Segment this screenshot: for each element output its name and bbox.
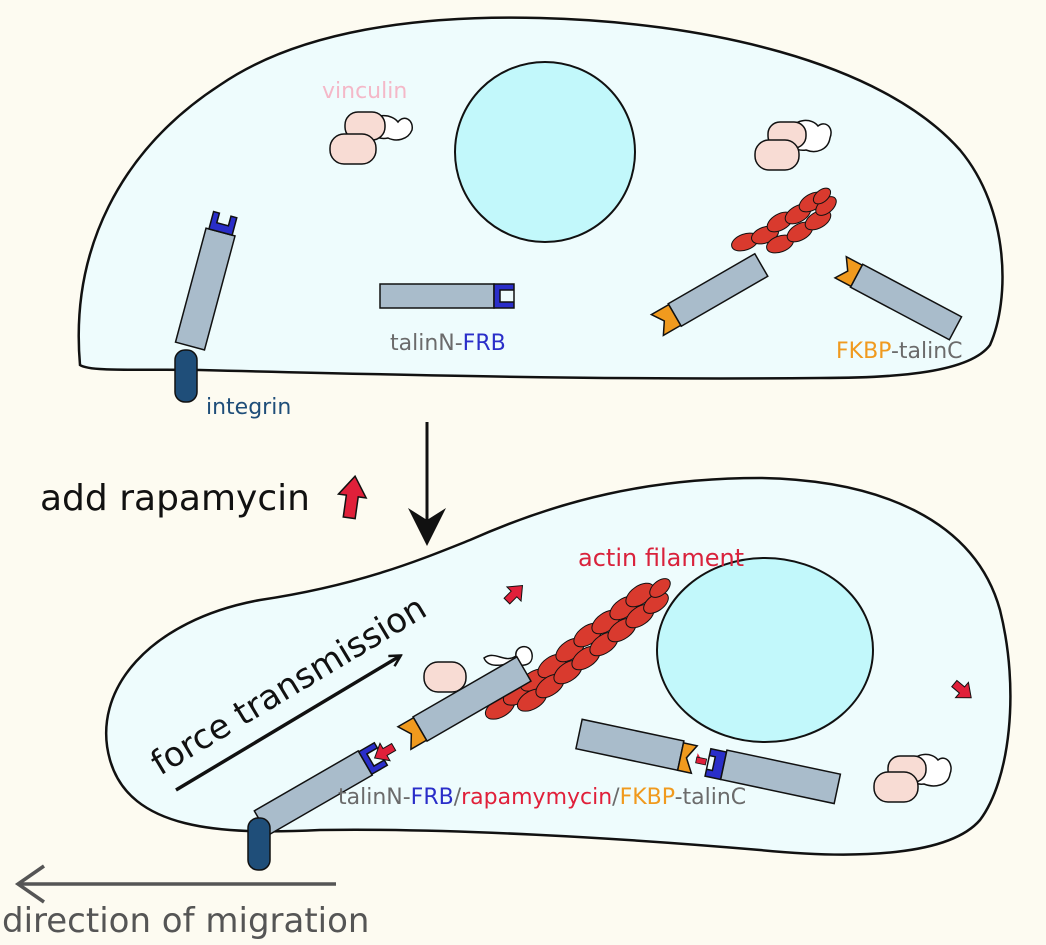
complex-rapamycin-text: rapamymycin xyxy=(461,785,612,810)
talinN-text: talinN- xyxy=(390,331,463,356)
actin-filament-label: actin filament xyxy=(578,544,744,572)
complex-label: talinN-FRB/rapamymycin/FKBP-talinC xyxy=(338,785,746,810)
complex-talinC-text: -talinC xyxy=(675,785,747,810)
FRB-text: FRB xyxy=(463,331,506,356)
complex-FKBP-text: FKBP xyxy=(620,785,675,810)
transition-arrow xyxy=(408,422,446,546)
top-cell: vinculin talinN-FRB FKBP-talinC integrin xyxy=(77,16,1004,420)
bottom-nucleus xyxy=(656,557,874,743)
vinculin-top-right xyxy=(754,119,832,171)
talinN-FRB-anchored xyxy=(174,210,238,351)
vinculin-label: vinculin xyxy=(322,79,407,104)
integrin-bottom xyxy=(247,817,271,871)
talinN-FRB-free xyxy=(379,283,515,309)
direction-of-migration-label: direction of migration xyxy=(2,901,369,941)
FKBP-talinC-label: FKBP-talinC xyxy=(836,339,963,364)
FKBP-talinC-actin-bound xyxy=(649,252,769,337)
complex-talinN-text: talinN- xyxy=(338,785,411,810)
integrin-top xyxy=(174,349,198,403)
vinculin-bottom-center xyxy=(423,645,533,693)
complex-right xyxy=(575,718,842,805)
FKBP-talinC-joined-bottom xyxy=(396,655,532,751)
FKBP-talinC-free xyxy=(833,255,963,341)
rapamycin-arrow-1 xyxy=(503,584,524,605)
complex-slash-2: / xyxy=(612,785,620,810)
talinN-FRB-label: talinN-FRB xyxy=(390,331,506,356)
integrin-label: integrin xyxy=(206,395,291,420)
talinC-text: -talinC xyxy=(891,339,963,364)
top-nucleus xyxy=(454,61,636,243)
vinculin-top-left xyxy=(329,111,413,165)
complex-slash-1: / xyxy=(454,785,462,810)
rapamycin-arrow-2 xyxy=(951,679,972,699)
actin-filament-bottom xyxy=(484,578,671,720)
complex-FRB-text: FRB xyxy=(411,785,454,810)
migration-arrow xyxy=(14,864,336,904)
add-rapamycin-label: add rapamycin xyxy=(40,478,310,519)
vinculin-bottom-right xyxy=(873,753,952,803)
rapamycin-bound-left xyxy=(373,742,397,762)
bottom-cell: force transmission actin filament talinN… xyxy=(104,476,1012,871)
actin-filament-top xyxy=(731,187,837,254)
FKBP-text: FKBP xyxy=(836,339,891,364)
force-transmission-arrow xyxy=(175,656,400,792)
rapamycin-icon xyxy=(336,474,368,520)
